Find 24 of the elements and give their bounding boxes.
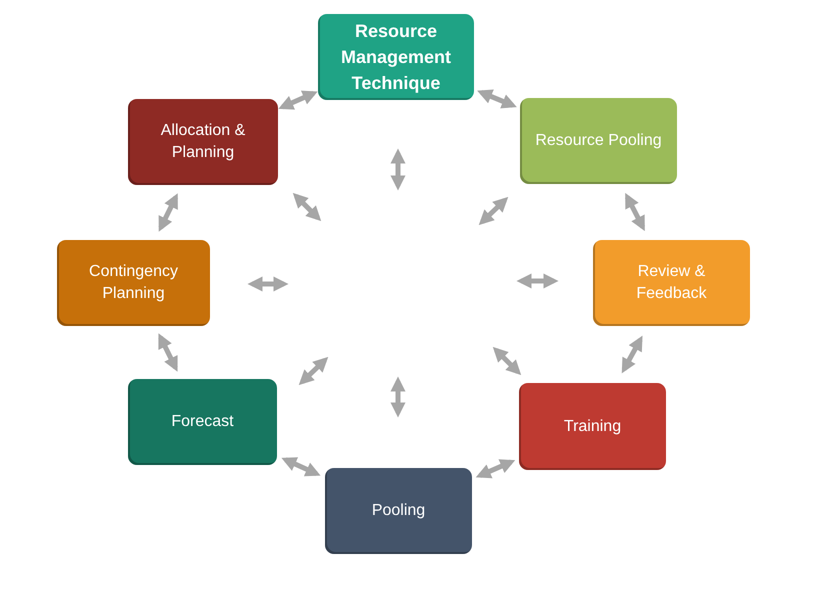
box-label: Allocation & Planning: [160, 121, 246, 163]
double-arrow: [158, 193, 178, 232]
box-label: Contingency Planning: [88, 262, 179, 304]
process-box: [325, 468, 472, 554]
double-arrow: [622, 336, 643, 374]
process-box: [128, 99, 278, 185]
process-box: [593, 240, 750, 326]
process-box: [519, 383, 666, 470]
box-label: Forecast: [171, 412, 234, 432]
double-arrow: [278, 90, 318, 110]
process-box: [520, 98, 677, 184]
box-label: Pooling: [372, 501, 426, 521]
box-label: Review & Feedback: [635, 262, 708, 304]
double-arrow: [158, 333, 178, 372]
box-label: Resource Pooling: [535, 131, 662, 151]
process-box: [128, 379, 277, 465]
double-arrow: [477, 89, 517, 108]
double-arrow: [625, 192, 645, 232]
process-box: [57, 240, 210, 326]
box-label: Training: [564, 416, 622, 436]
double-arrow: [476, 459, 516, 478]
double-arrow: [281, 457, 321, 476]
process-box: [318, 14, 474, 100]
box-label: Resource Management Technique: [340, 20, 452, 95]
